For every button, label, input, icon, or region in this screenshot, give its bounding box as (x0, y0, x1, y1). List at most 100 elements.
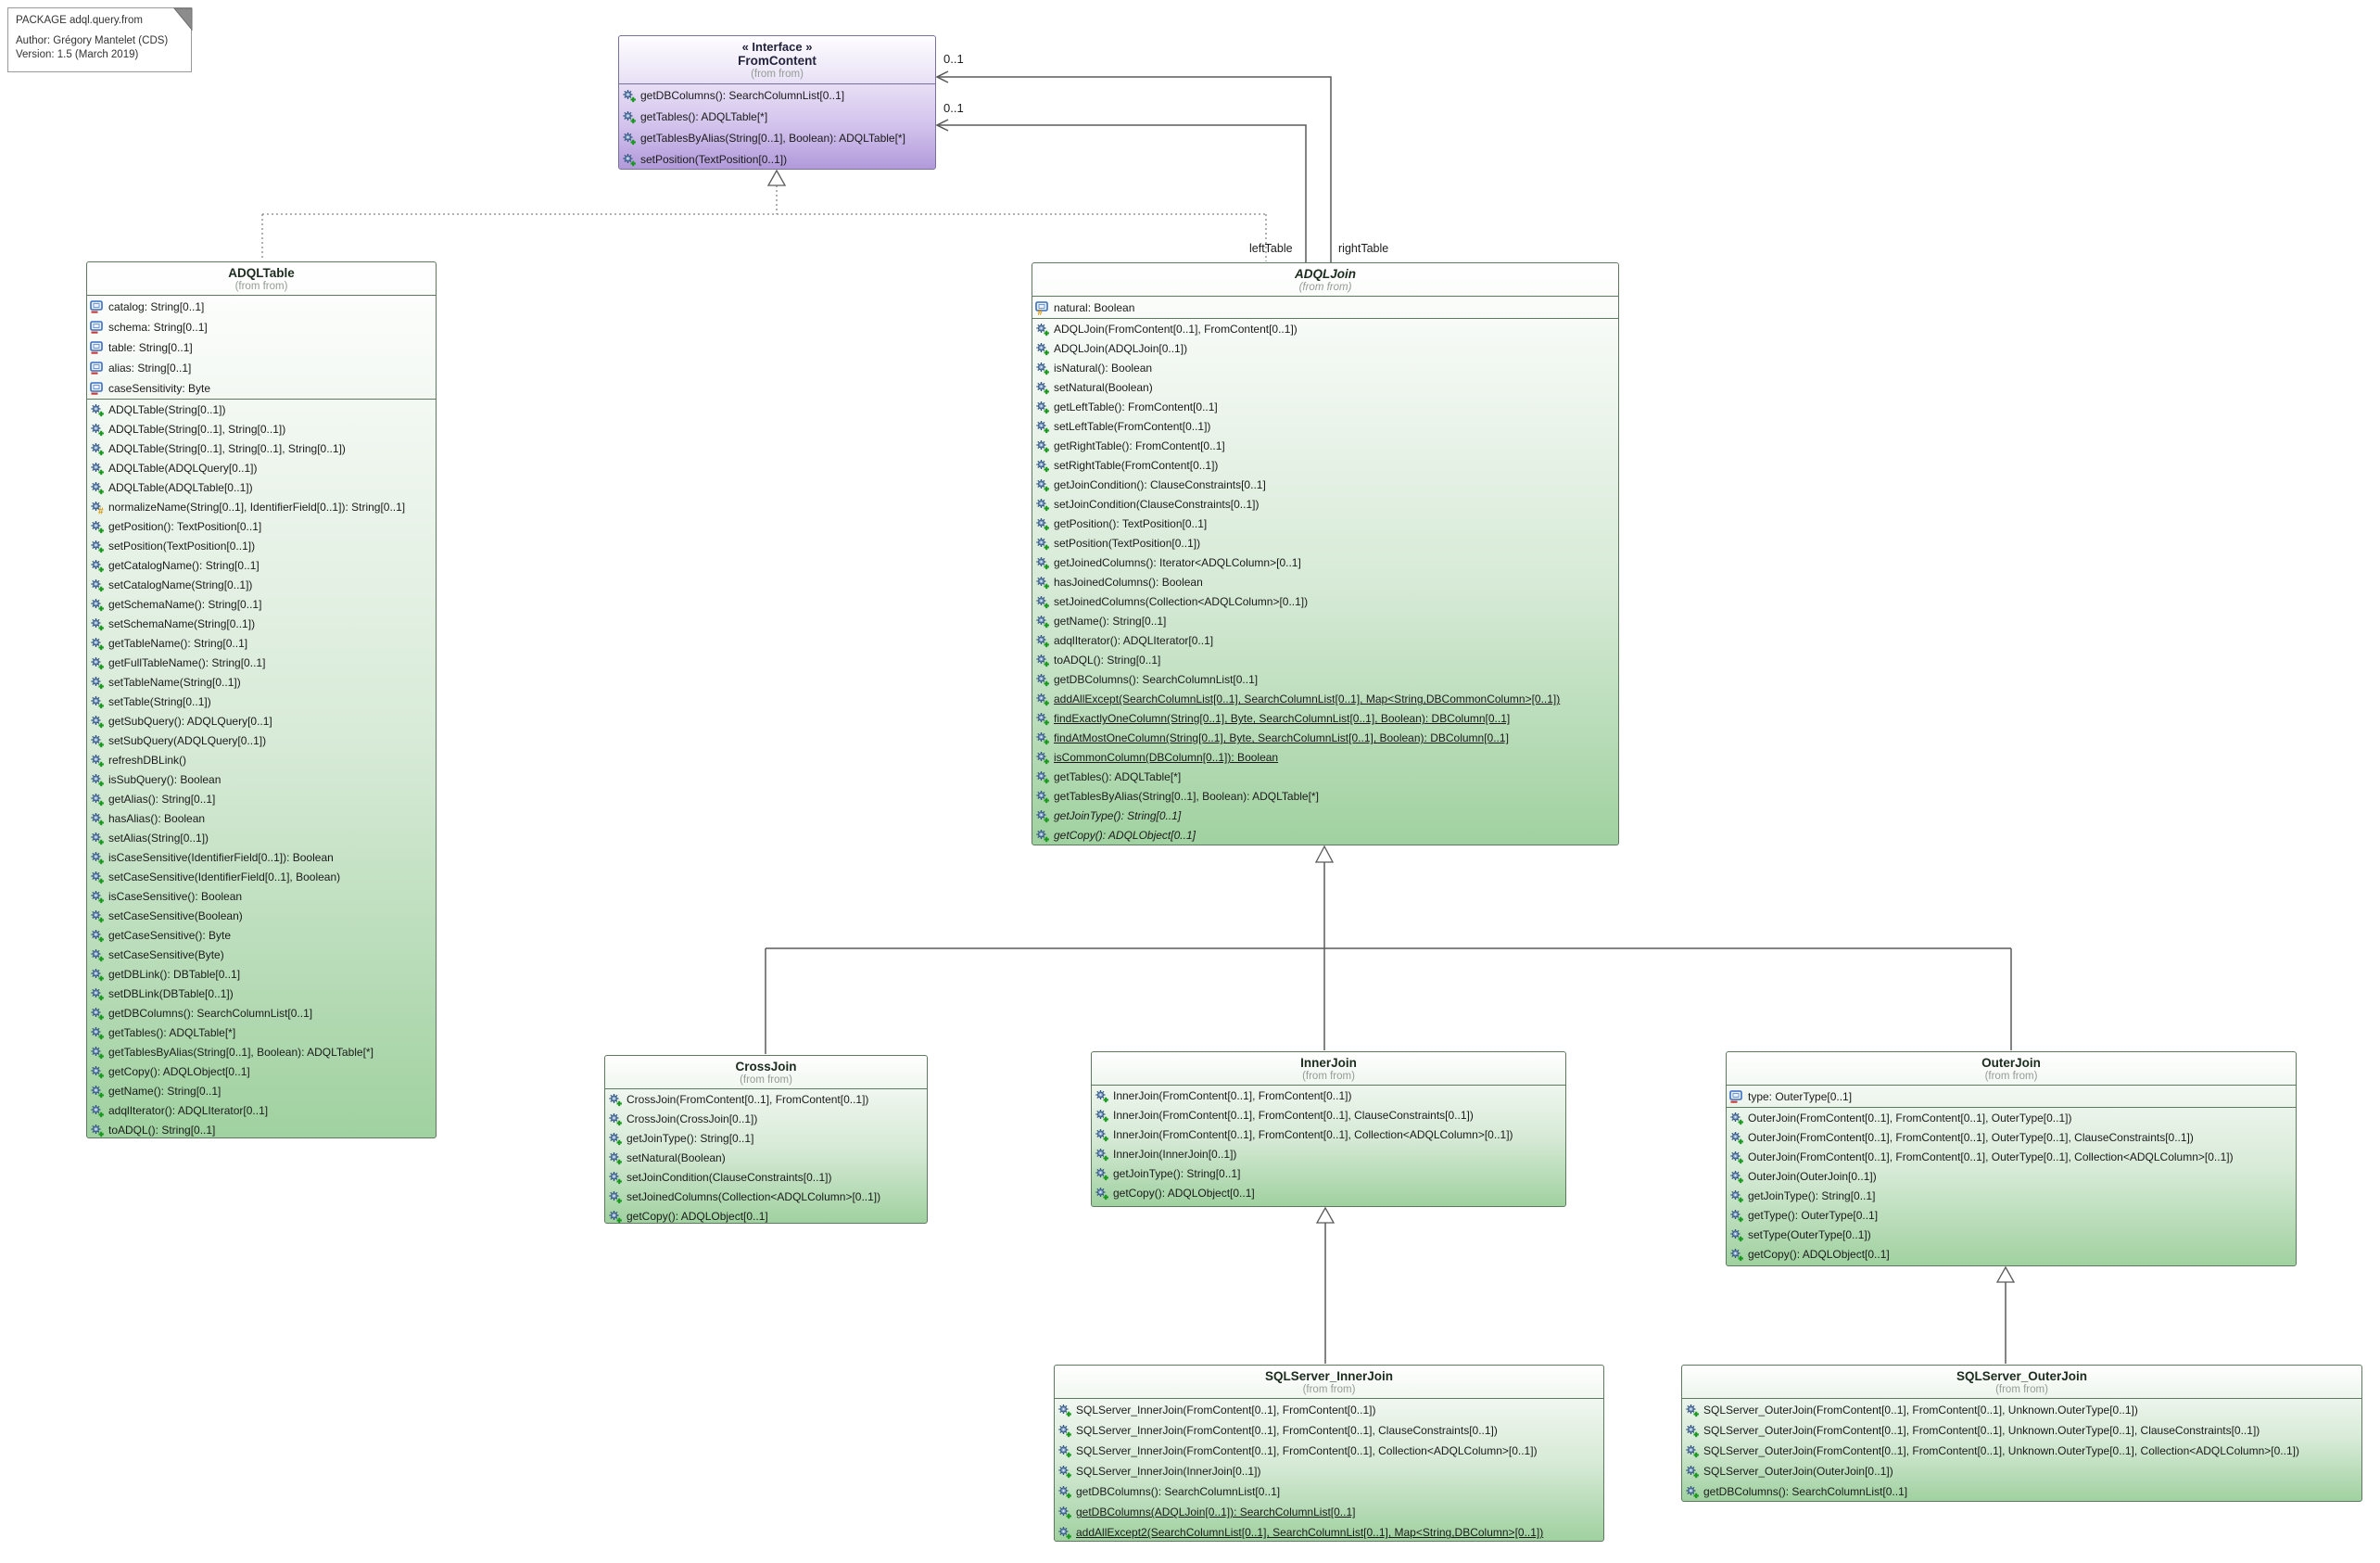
uml-member-row: getDBColumns(ADQLJoin[0..1]): SearchColu… (1055, 1502, 1603, 1522)
method-public-icon (622, 132, 638, 146)
uml-member-text: setRightTable(FromContent[0..1]) (1054, 459, 1219, 473)
uml-member-text: SQLServer_OuterJoin(FromContent[0..1], F… (1703, 1404, 2138, 1417)
class-package: (from from) (1984, 1070, 2038, 1082)
uml-member-text: getJoinedColumns(): Iterator<ADQLColumn>… (1054, 556, 1301, 570)
uml-member-text: isSubQuery(): Boolean (108, 773, 222, 787)
uml-member-row: getTables(): ADQLTable[*] (87, 1023, 436, 1043)
uml-member-text: ADQLTable(String[0..1], String[0..1], St… (108, 442, 346, 456)
method-public-icon (1095, 1187, 1110, 1201)
uml-member-text: InnerJoin(FromContent[0..1], FromContent… (1113, 1089, 1352, 1103)
uml-member-text: isNatural(): Boolean (1054, 362, 1153, 375)
realization-fromcontent (261, 185, 1267, 261)
method-public-icon (1095, 1109, 1110, 1123)
method-public-icon (90, 754, 106, 768)
method-public-icon (622, 89, 638, 103)
method-public-icon (1729, 1248, 1745, 1262)
uml-member-text: setJoinedColumns(Collection<ADQLColumn>[… (1054, 595, 1309, 609)
uml-member-text: hasAlias(): Boolean (108, 812, 206, 826)
package-note-title: PACKAGE adql.query.from (16, 15, 143, 26)
class-box-adqljoin[interactable]: ADQLJoin (from from) #natural: Boolean A… (1032, 262, 1619, 845)
uml-member-text: getCopy(): ADQLObject[0..1] (108, 1065, 250, 1079)
method-public-icon (90, 812, 106, 826)
class-name: OuterJoin (1981, 1056, 2041, 1070)
method-public-icon (90, 423, 106, 437)
method-public-icon (1095, 1167, 1110, 1181)
method-protected-icon: # (90, 501, 106, 515)
uml-member-row: ADQLTable(ADQLQuery[0..1]) (87, 459, 436, 478)
class-title: SQLServer_InnerJoin (from from) (1055, 1366, 1603, 1398)
uml-member-text: getCopy(): ADQLObject[0..1] (1054, 829, 1196, 843)
class-box-adqltable[interactable]: ADQLTable (from from) catalog: String[0.… (86, 261, 437, 1138)
method-public-icon (1035, 595, 1051, 609)
method-public-icon (1035, 634, 1051, 648)
method-public-icon (1035, 420, 1051, 434)
association-lefttable (935, 119, 1307, 262)
method-public-icon (90, 403, 106, 417)
class-box-crossjoin[interactable]: CrossJoin (from from) CrossJoin(FromCont… (604, 1055, 928, 1224)
method-public-icon (1035, 790, 1051, 804)
uml-member-row: SQLServer_OuterJoin(OuterJoin[0..1]) (1682, 1461, 2361, 1481)
uml-member-row: getPosition(): TextPosition[0..1] (1032, 515, 1618, 534)
uml-member-text: adqlIterator(): ADQLIterator[0..1] (108, 1104, 269, 1118)
method-public-icon (608, 1132, 624, 1146)
uml-member-text: OuterJoin(FromContent[0..1], FromContent… (1748, 1112, 2072, 1125)
uml-member-row: addAllExcept(SearchColumnList[0..1], Sea… (1032, 690, 1618, 709)
class-box-sqlserver-outerjoin[interactable]: SQLServer_OuterJoin (from from) SQLServe… (1681, 1365, 2362, 1502)
class-name: SQLServer_OuterJoin (1956, 1369, 2088, 1383)
class-name: FromContent (738, 54, 817, 69)
methods-compartment: getDBColumns(): SearchColumnList[0..1]ge… (619, 83, 935, 169)
method-public-icon (90, 793, 106, 807)
method-public-icon (608, 1151, 624, 1165)
uml-member-text: SQLServer_InnerJoin(InnerJoin[0..1]) (1076, 1465, 1261, 1479)
uml-member-row: setNatural(Boolean) (1032, 378, 1618, 398)
class-box-innerjoin[interactable]: InnerJoin (from from) InnerJoin(FromCont… (1091, 1051, 1566, 1207)
class-package: (from from) (1302, 1070, 1355, 1082)
method-public-icon (608, 1112, 624, 1126)
generalization-triangle-innerjoin (1315, 1206, 1336, 1224)
svg-text:#: # (98, 507, 104, 515)
method-public-icon (1035, 498, 1051, 512)
method-public-icon (90, 1104, 106, 1118)
method-public-icon (608, 1093, 624, 1107)
uml-member-text: getDBLink(): DBTable[0..1] (108, 968, 241, 982)
uml-member-row: getJoinType(): String[0..1] (1727, 1187, 2296, 1206)
attr-private-icon (90, 362, 106, 375)
uml-member-text: getDBColumns(): SearchColumnList[0..1] (1054, 673, 1259, 687)
method-public-icon (90, 462, 106, 476)
class-title: OuterJoin (from from) (1727, 1052, 2296, 1085)
uml-member-row: CrossJoin(CrossJoin[0..1]) (605, 1110, 927, 1129)
class-box-sqlserver-innerjoin[interactable]: SQLServer_InnerJoin (from from) SQLServe… (1054, 1365, 1604, 1542)
method-public-icon (90, 695, 106, 709)
uml-member-row: getTableName(): String[0..1] (87, 634, 436, 654)
method-public-icon (1685, 1485, 1701, 1499)
method-public-icon (1729, 1150, 1745, 1164)
class-box-outerjoin[interactable]: OuterJoin (from from) type: OuterType[0.… (1726, 1051, 2297, 1266)
uml-member-row: toADQL(): String[0..1] (87, 1121, 436, 1137)
uml-member-row: getAlias(): String[0..1] (87, 790, 436, 809)
method-public-icon (1057, 1444, 1073, 1458)
uml-member-text: setTable(String[0..1]) (108, 695, 211, 709)
method-public-icon (1035, 323, 1051, 337)
uml-member-row: getTablesByAlias(String[0..1], Boolean):… (87, 1043, 436, 1062)
uml-member-row: SQLServer_OuterJoin(FromContent[0..1], F… (1682, 1400, 2361, 1420)
uml-member-row: setJoinedColumns(Collection<ADQLColumn>[… (1032, 592, 1618, 612)
class-box-fromcontent[interactable]: « Interface » FromContent (from from) ge… (618, 35, 936, 170)
method-public-icon (90, 948, 106, 962)
uml-member-text: setJoinCondition(ClauseConstraints[0..1]… (627, 1171, 832, 1185)
method-public-icon (1729, 1131, 1745, 1145)
uml-member-row: hasJoinedColumns(): Boolean (1032, 573, 1618, 592)
uml-member-text: ADQLTable(String[0..1]) (108, 403, 226, 417)
uml-member-text: type: OuterType[0..1] (1748, 1090, 1853, 1104)
uml-member-text: setCatalogName(String[0..1]) (108, 578, 253, 592)
uml-member-row: getCatalogName(): String[0..1] (87, 556, 436, 576)
uml-member-text: getTableName(): String[0..1] (108, 637, 248, 651)
method-public-icon (90, 832, 106, 845)
method-public-icon (1685, 1444, 1701, 1458)
class-name: ADQLJoin (1295, 267, 1356, 281)
uml-member-text: getCopy(): ADQLObject[0..1] (1113, 1187, 1255, 1201)
uml-member-text: addAllExcept(SearchColumnList[0..1], Sea… (1054, 693, 1561, 706)
uml-member-row: setJoinedColumns(Collection<ADQLColumn>[… (605, 1188, 927, 1207)
uml-member-row: getSchemaName(): String[0..1] (87, 595, 436, 615)
